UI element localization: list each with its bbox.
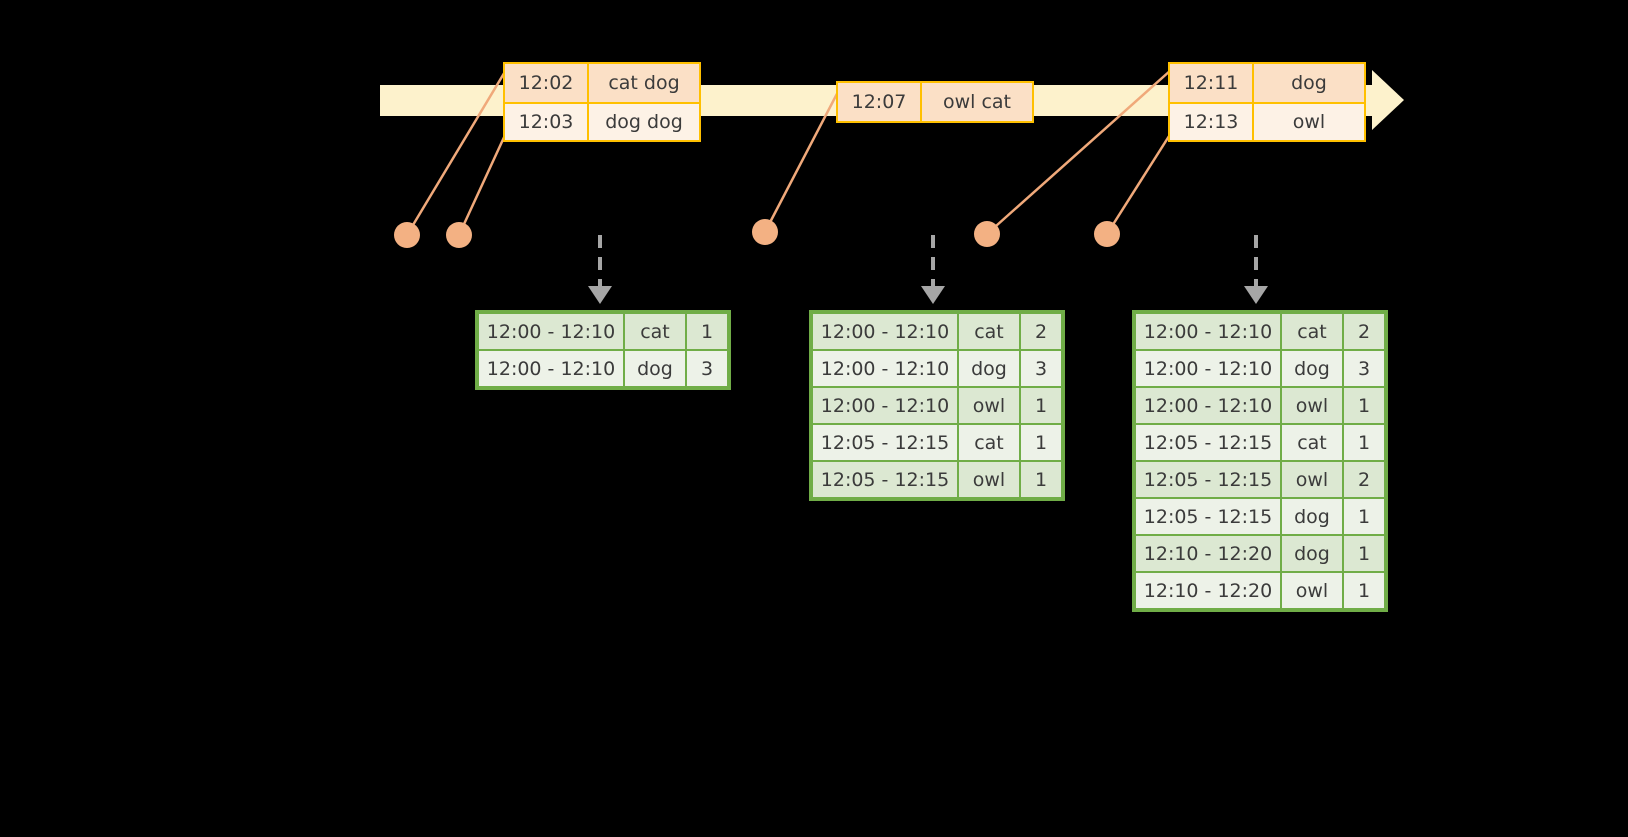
cell-win: 12:10 - 12:20	[1136, 573, 1280, 608]
event-dot-4	[974, 221, 1000, 247]
event-dot-3	[752, 219, 778, 245]
event-words: owl cat	[922, 83, 1032, 121]
event-time: 12:07	[838, 83, 922, 121]
event-time: 12:11	[1170, 64, 1254, 102]
event-dot-5	[1094, 221, 1120, 247]
cell-key: cat	[959, 314, 1019, 349]
cell-key: owl	[1282, 462, 1342, 497]
cell-win: 12:00 - 12:10	[479, 314, 623, 349]
cell-win: 12:05 - 12:15	[1136, 462, 1280, 497]
cell-cnt: 2	[1344, 314, 1384, 349]
event-time: 12:03	[505, 104, 589, 140]
cell-win: 12:10 - 12:20	[1136, 536, 1280, 571]
cell-cnt: 1	[1344, 536, 1384, 571]
cell-key: owl	[1282, 573, 1342, 608]
event-dot-2	[446, 222, 472, 248]
cell-key: dog	[959, 351, 1019, 386]
event-time: 12:02	[505, 64, 589, 102]
event-dot-1	[394, 222, 420, 248]
cell-win: 12:00 - 12:10	[813, 388, 957, 423]
connector-5	[1105, 132, 1173, 235]
event-words: cat dog	[589, 64, 699, 102]
cell-key: dog	[625, 351, 685, 386]
cell-key: dog	[1282, 499, 1342, 534]
cell-key: owl	[1282, 388, 1342, 423]
cell-key: cat	[625, 314, 685, 349]
cell-win: 12:05 - 12:15	[813, 462, 957, 497]
cell-cnt: 3	[687, 351, 727, 386]
cell-cnt: 1	[1344, 388, 1384, 423]
cell-cnt: 1	[1344, 573, 1384, 608]
timeline-arrowhead-icon	[1372, 70, 1404, 130]
cell-cnt: 1	[1344, 499, 1384, 534]
cell-cnt: 3	[1344, 351, 1384, 386]
cell-key: cat	[1282, 425, 1342, 460]
cell-key: cat	[959, 425, 1019, 460]
cell-cnt: 1	[1021, 425, 1061, 460]
cell-win: 12:00 - 12:10	[1136, 351, 1280, 386]
cell-key: cat	[1282, 314, 1342, 349]
event-words: dog	[1254, 64, 1364, 102]
cell-win: 12:00 - 12:10	[813, 351, 957, 386]
connector-2	[457, 132, 508, 236]
dashed-arrow-head-icon	[588, 286, 612, 304]
cell-win: 12:00 - 12:10	[813, 314, 957, 349]
cell-win: 12:05 - 12:15	[1136, 499, 1280, 534]
cell-cnt: 1	[1021, 388, 1061, 423]
cell-win: 12:05 - 12:15	[813, 425, 957, 460]
cell-cnt: 2	[1344, 462, 1384, 497]
event-words: owl	[1254, 104, 1364, 140]
event-words: dog dog	[589, 104, 699, 140]
cell-key: dog	[1282, 536, 1342, 571]
dashed-arrow-head-icon	[921, 286, 945, 304]
cell-cnt: 1	[687, 314, 727, 349]
dashed-arrow-head-icon	[1244, 286, 1268, 304]
cell-win: 12:00 - 12:10	[1136, 388, 1280, 423]
cell-cnt: 1	[1344, 425, 1384, 460]
cell-cnt: 1	[1021, 462, 1061, 497]
event-time: 12:13	[1170, 104, 1254, 140]
cell-key: owl	[959, 388, 1019, 423]
cell-cnt: 3	[1021, 351, 1061, 386]
cell-win: 12:00 - 12:10	[1136, 314, 1280, 349]
cell-key: dog	[1282, 351, 1342, 386]
cell-win: 12:00 - 12:10	[479, 351, 623, 386]
cell-cnt: 2	[1021, 314, 1061, 349]
cell-win: 12:05 - 12:15	[1136, 425, 1280, 460]
cell-key: owl	[959, 462, 1019, 497]
